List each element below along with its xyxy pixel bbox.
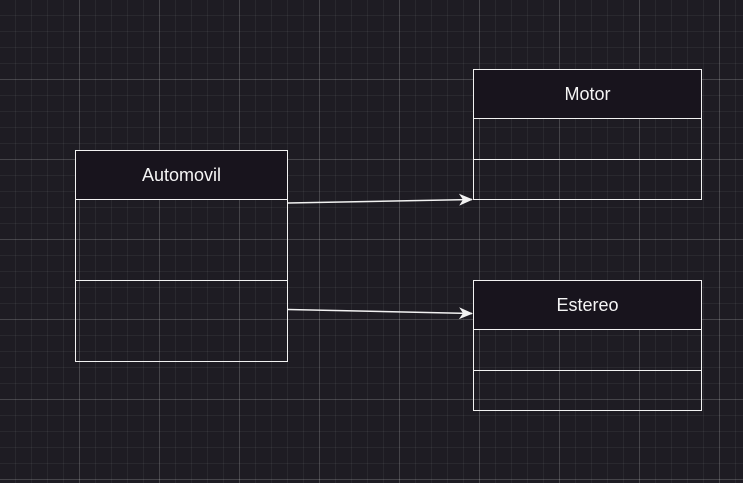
- methods-section-estereo[interactable]: [474, 371, 701, 410]
- association-arrow-automovil-motor[interactable]: [287, 193, 473, 206]
- section-divider-motor: [474, 159, 701, 160]
- methods-section-motor[interactable]: [474, 160, 701, 199]
- attributes-section-automovil[interactable]: [76, 200, 287, 281]
- class-name-motor[interactable]: Motor: [474, 70, 701, 119]
- class-box-estereo[interactable]: Estereo: [473, 280, 702, 411]
- class-name-estereo[interactable]: Estereo: [474, 281, 701, 330]
- class-box-automovil[interactable]: Automovil: [75, 150, 288, 362]
- association-arrow-automovil-estereo[interactable]: [287, 307, 473, 320]
- attributes-section-estereo[interactable]: [474, 330, 701, 371]
- class-box-motor[interactable]: Motor: [473, 69, 702, 200]
- section-divider-estereo: [474, 370, 701, 371]
- methods-section-automovil[interactable]: [76, 281, 287, 361]
- attributes-section-motor[interactable]: [474, 119, 701, 160]
- class-name-automovil[interactable]: Automovil: [76, 151, 287, 200]
- section-divider-automovil: [76, 280, 287, 281]
